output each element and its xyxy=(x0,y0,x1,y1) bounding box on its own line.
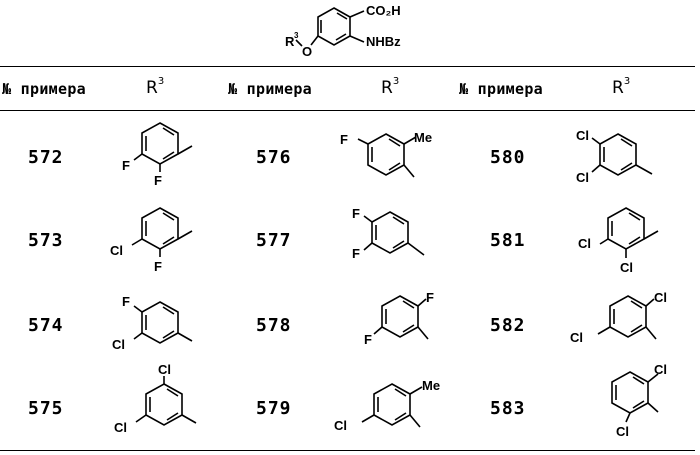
substituent-label: Cl xyxy=(620,260,633,275)
r3-structure-582: Cl Cl xyxy=(566,284,686,354)
substituent-label: Cl xyxy=(654,362,667,377)
substituent-label: Cl xyxy=(578,236,591,251)
r3-structure-577: F F xyxy=(340,200,440,270)
r3-structure-578: F F xyxy=(338,286,448,356)
substituent-label: Cl xyxy=(110,243,123,258)
r3-structure-580: Cl Cl xyxy=(572,122,682,192)
example-number: 572 xyxy=(28,147,64,168)
r3-structure-576: F Me xyxy=(336,122,446,192)
substituent-label: Me xyxy=(422,378,440,393)
substituent-label: F xyxy=(352,206,360,221)
example-number: 577 xyxy=(256,230,292,251)
example-number: 578 xyxy=(256,315,292,336)
substituent-label: F xyxy=(154,173,162,188)
substituent-label: F xyxy=(122,294,130,309)
header-r3-3: R3 xyxy=(612,78,630,98)
substituent-label: Cl xyxy=(576,170,589,185)
header-r3-1: R3 xyxy=(146,78,164,98)
r3-structure-583: Cl Cl xyxy=(592,362,682,442)
r3-structure-579: Me Cl xyxy=(330,372,450,442)
substituent-label: Cl xyxy=(570,330,583,345)
table-top-rule xyxy=(0,66,695,67)
scaffold-structure: CO₂H NHBz O R 3 xyxy=(250,0,420,66)
header-bottom-rule xyxy=(0,110,695,111)
scaffold-r3-sup: 3 xyxy=(294,31,299,40)
substituent-label: F xyxy=(154,259,162,274)
substituent-label: F xyxy=(122,158,130,173)
example-number: 580 xyxy=(490,147,526,168)
table-bottom-rule xyxy=(0,450,695,451)
substituent-label: Cl xyxy=(576,128,589,143)
header-example-1: № примера xyxy=(2,80,86,98)
r3-structure-574: F Cl xyxy=(106,290,206,360)
co2h-label: CO₂H xyxy=(366,3,401,18)
example-number: 583 xyxy=(490,398,526,419)
header-r3-2: R3 xyxy=(381,78,399,98)
example-number: 579 xyxy=(256,398,292,419)
substituent-label: Cl xyxy=(616,424,629,439)
substituent-label: Cl xyxy=(654,290,667,305)
r3-structure-573: Cl F xyxy=(106,203,206,278)
substituent-label: F xyxy=(352,246,360,261)
nhbz-label: NHBz xyxy=(366,34,401,49)
example-number: 573 xyxy=(28,230,64,251)
r3-structure-572: F F xyxy=(112,118,212,188)
substituent-label: Cl xyxy=(158,362,171,377)
example-number: 576 xyxy=(256,147,292,168)
example-number: 575 xyxy=(28,398,64,419)
example-number: 582 xyxy=(490,315,526,336)
header-example-2: № примера xyxy=(228,80,312,98)
header-example-3: № примера xyxy=(459,80,543,98)
substituent-label: Cl xyxy=(334,418,347,433)
example-number: 574 xyxy=(28,315,64,336)
substituent-label: F xyxy=(364,332,372,347)
r3-structure-581: Cl Cl xyxy=(576,200,686,276)
oxygen-label: O xyxy=(302,44,312,59)
substituent-label: F xyxy=(426,290,434,305)
substituent-label: F xyxy=(340,132,348,147)
r3-structure-575: Cl Cl xyxy=(106,362,206,442)
example-number: 581 xyxy=(490,230,526,251)
substituent-label: Cl xyxy=(114,420,127,435)
substituent-label: Me xyxy=(414,130,432,145)
substituent-label: Cl xyxy=(112,337,125,352)
